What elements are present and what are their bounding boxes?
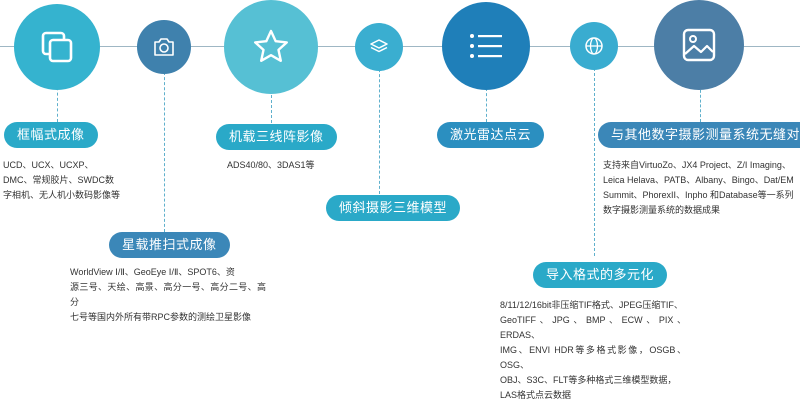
node-6-circle <box>570 22 618 70</box>
node-1-description: UCD、UCX、UCXP、 DMC、常规胶片、SWDC数 字相机、无人机小数码影… <box>3 160 121 200</box>
node-4-label: 倾斜摄影三维模型 <box>326 195 461 221</box>
image-icon <box>682 28 716 62</box>
node-7-label: 与其他数字摄影测量系统无缝对接 <box>598 122 800 148</box>
connector-3 <box>271 95 272 123</box>
node-7-circle <box>654 0 744 90</box>
node-3-description: ADS40/80、3DAS1等 <box>227 160 315 170</box>
node-1-circle <box>14 4 100 90</box>
layers-icon <box>370 39 388 53</box>
node-2-description: WorldView Ⅰ/Ⅱ、GeoEye Ⅰ/Ⅱ、SPOT6、资 源三号、天绘、… <box>70 267 266 322</box>
star-icon <box>254 29 288 62</box>
node-7-description: 支持来自VirtuoZo、JX4 Project、Z/I Imaging、 Le… <box>603 160 794 215</box>
connector-2 <box>164 72 165 232</box>
connector-4 <box>379 64 380 194</box>
node-4-circle <box>355 23 403 71</box>
node-3-label: 机载三线阵影像 <box>216 124 337 150</box>
node-2-label: 星载推扫式成像 <box>109 232 230 258</box>
camera-icon <box>154 38 174 56</box>
list-icon <box>470 34 502 58</box>
connector-6 <box>594 68 595 256</box>
node-1-label: 框幅式成像 <box>4 122 98 148</box>
connector-7 <box>700 85 701 122</box>
copy-squares-icon <box>41 31 73 63</box>
node-2-circle <box>137 20 191 74</box>
connector-5 <box>486 88 487 122</box>
globe-icon <box>585 37 603 55</box>
node-6-description: 8/11/12/16bit非压缩TIF格式、JPEG压缩TIF、 GeoTIFF… <box>500 300 686 400</box>
connector-1 <box>57 82 58 122</box>
node-6-label: 导入格式的多元化 <box>533 262 668 288</box>
node-3-circle <box>224 0 318 94</box>
node-5-circle <box>442 2 530 90</box>
node-5-label: 激光雷达点云 <box>437 122 545 148</box>
